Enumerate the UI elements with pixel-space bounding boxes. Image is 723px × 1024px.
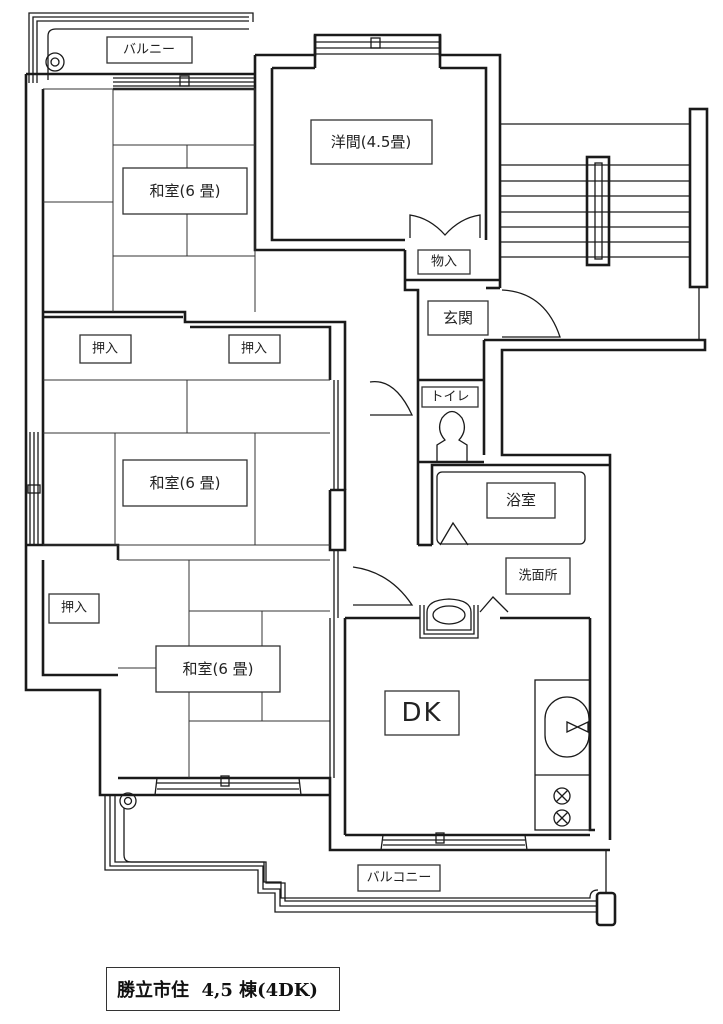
windows xyxy=(27,37,528,851)
svg-text:玄関: 玄関 xyxy=(443,309,473,327)
kitchen-counter xyxy=(534,679,591,831)
svg-text:和室(6 畳): 和室(6 畳) xyxy=(182,660,253,678)
svg-text:バルコニー: バルコニー xyxy=(367,871,432,886)
room-label-japanese-room-3: 和室(6 畳) xyxy=(155,645,281,693)
stove-burner-icon xyxy=(553,787,571,805)
room-label-entrance: 玄関 xyxy=(427,300,489,336)
svg-text:和室(6 畳): 和室(6 畳) xyxy=(149,474,220,492)
svg-text:バルニー: バルニー xyxy=(123,43,175,58)
room-label-western-room: 洋間(4.5畳) xyxy=(310,119,433,165)
bathtub xyxy=(436,471,586,545)
doors xyxy=(352,214,561,613)
svg-text:洋間(4.5畳): 洋間(4.5畳) xyxy=(331,133,412,151)
svg-text:トイレ: トイレ xyxy=(430,390,469,405)
room-label-toilet: トイレ xyxy=(421,386,479,408)
plan-title: 勝立市住 4,5 棟(4DK) xyxy=(117,980,318,1001)
svg-text:浴室: 浴室 xyxy=(506,491,536,509)
drain-icon xyxy=(119,792,137,810)
interior-walls xyxy=(43,250,610,835)
door-swing-dk xyxy=(352,566,414,606)
room-label-balcony-top: バルニー xyxy=(106,36,193,64)
staircase xyxy=(500,107,709,340)
bath-door xyxy=(439,521,469,546)
room-label-balcony-bottom: バルコニー xyxy=(357,864,441,892)
sink-icon xyxy=(544,696,590,758)
room-label-japanese-room-2: 和室(6 畳) xyxy=(122,459,248,507)
svg-text:押入: 押入 xyxy=(61,601,87,616)
room-label-bathroom: 浴室 xyxy=(486,482,556,519)
door-swing-hall xyxy=(369,380,414,416)
svg-text:押入: 押入 xyxy=(241,342,267,357)
wash-basin xyxy=(419,598,479,639)
balcony-top xyxy=(28,12,254,83)
drain-icon xyxy=(45,52,65,72)
room-label-closet-3: 押入 xyxy=(48,593,100,624)
toilet-fixture xyxy=(436,410,468,462)
room-label-closet-1: 押入 xyxy=(79,334,132,364)
svg-text:押入: 押入 xyxy=(92,342,118,357)
svg-text:DK: DK xyxy=(401,698,442,728)
stove-burner-icon xyxy=(553,809,571,827)
tatami-room-1-lines xyxy=(43,88,256,312)
door-swing-entrance xyxy=(501,289,561,338)
room-label-closet-2: 押入 xyxy=(228,334,281,364)
tatami-room-2-lines xyxy=(43,379,330,546)
svg-text:和室(6 畳): 和室(6 畳) xyxy=(149,182,220,200)
svg-text:物入: 物入 xyxy=(431,255,457,270)
room-label-dining-kitchen: DK xyxy=(384,690,460,736)
room-label-storage: 物入 xyxy=(417,249,471,275)
svg-text:洗面所: 洗面所 xyxy=(518,569,557,584)
room-label-japanese-room-1: 和室(6 畳) xyxy=(122,167,248,215)
drain-pipe-icon xyxy=(595,891,617,927)
room-label-washroom: 洗面所 xyxy=(505,557,571,595)
plan-title-box: 勝立市住 4,5 棟(4DK) xyxy=(106,967,340,1011)
balcony-bottom xyxy=(104,792,617,927)
wash-door xyxy=(479,596,509,613)
closet-doors xyxy=(409,214,481,238)
